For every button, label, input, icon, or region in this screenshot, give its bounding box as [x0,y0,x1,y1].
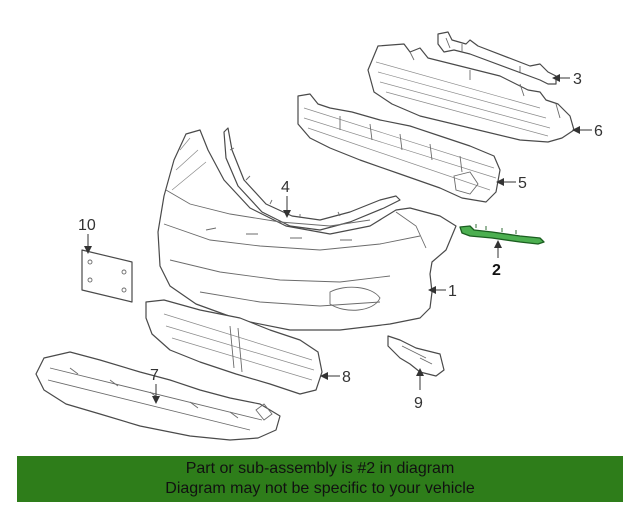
part-9-side-bracket[interactable] [387,335,445,377]
parts-diagram: 3 6 5 4 2 1 10 8 9 7 [35,31,603,441]
callout-5: 5 [518,175,527,192]
callout-7: 7 [150,367,159,384]
part-3-reinforcement-bracket[interactable] [437,31,557,85]
banner-line-disclaimer: Diagram may not be specific to your vehi… [165,480,475,497]
part-10-license-plate-bracket[interactable] [81,249,133,303]
callout-labels: 3 6 5 4 2 1 10 8 9 7 [78,71,603,412]
callout-6: 6 [594,123,603,140]
part-6-upper-absorber[interactable] [367,43,575,143]
callout-1: 1 [448,283,457,300]
part-4-upper-trim-strip[interactable] [223,127,401,231]
part-8-lower-deflector[interactable] [145,299,323,395]
callout-3: 3 [573,71,582,88]
leader-lines [84,74,592,404]
callout-4: 4 [281,179,290,196]
part-2-body [459,225,545,245]
part-2-bracket-highlighted[interactable] [459,224,545,245]
callout-9: 9 [414,395,423,412]
callout-2: 2 [492,262,501,279]
part-5-energy-absorber[interactable] [297,93,501,203]
part-1-bumper-fascia[interactable] [157,129,457,331]
info-banner: Part or sub-assembly is #2 in diagram Di… [17,456,623,502]
banner-line-part-number: Part or sub-assembly is #2 in diagram [185,460,455,477]
callout-10: 10 [78,217,96,234]
callout-8: 8 [342,369,351,386]
